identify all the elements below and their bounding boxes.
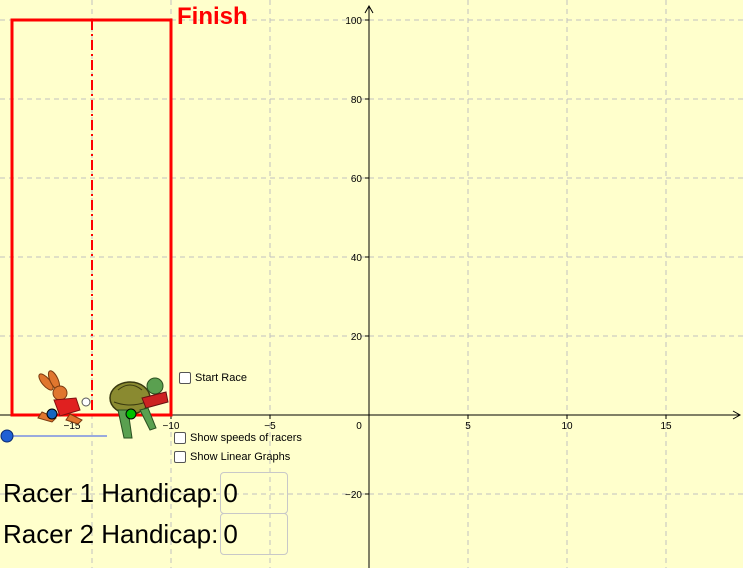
racer2-handicap-label: Racer 2 Handicap: (3, 518, 219, 549)
checkbox-icon[interactable] (174, 432, 186, 444)
y-tick-label: 80 (351, 95, 363, 106)
handicap-slider[interactable] (0, 429, 107, 443)
checkbox-icon[interactable] (179, 372, 191, 384)
slider-handle[interactable] (0, 429, 14, 443)
x-tick-label: 5 (465, 421, 471, 432)
y-tick-label: 60 (351, 174, 363, 185)
y-tick-label: 20 (351, 332, 363, 343)
show-speeds-label: Show speeds of racers (190, 432, 302, 444)
racer1-handicap-row: Racer 1 Handicap: (3, 472, 289, 514)
x-tick-label: −15 (64, 421, 81, 432)
race-track (10, 18, 173, 417)
x-tick-label: −10 (163, 421, 180, 432)
racer1-handicap-label: Racer 1 Handicap: (3, 477, 219, 508)
x-tick-label: 15 (660, 421, 672, 432)
tick-labels: −15 −10 −5 0 5 10 15 100 80 60 40 20 −20 (64, 16, 672, 501)
racer2-point[interactable] (125, 408, 137, 420)
x-tick-label: 0 (356, 421, 362, 432)
finish-label: Finish (177, 3, 248, 30)
y-tick-label: 100 (345, 16, 362, 27)
show-linear-checkbox[interactable]: Show Linear Graphs (174, 451, 290, 463)
x-tick-label: −5 (264, 421, 276, 432)
x-tick-label: 10 (561, 421, 573, 432)
racer1-point[interactable] (46, 408, 58, 420)
tortoise-icon (109, 377, 169, 439)
racer1-handicap-input[interactable] (220, 472, 289, 514)
y-tick-label: −20 (345, 490, 362, 501)
show-linear-label: Show Linear Graphs (190, 451, 291, 463)
hare-icon (37, 370, 91, 425)
show-speeds-checkbox[interactable]: Show speeds of racers (174, 432, 302, 444)
checkbox-icon[interactable] (174, 451, 186, 463)
start-race-checkbox[interactable]: Start Race (179, 372, 247, 384)
racer2-handicap-input[interactable] (220, 513, 289, 555)
start-race-label: Start Race (195, 372, 247, 384)
y-tick-label: 40 (351, 253, 363, 264)
racer2-handicap-row: Racer 2 Handicap: (3, 513, 289, 555)
